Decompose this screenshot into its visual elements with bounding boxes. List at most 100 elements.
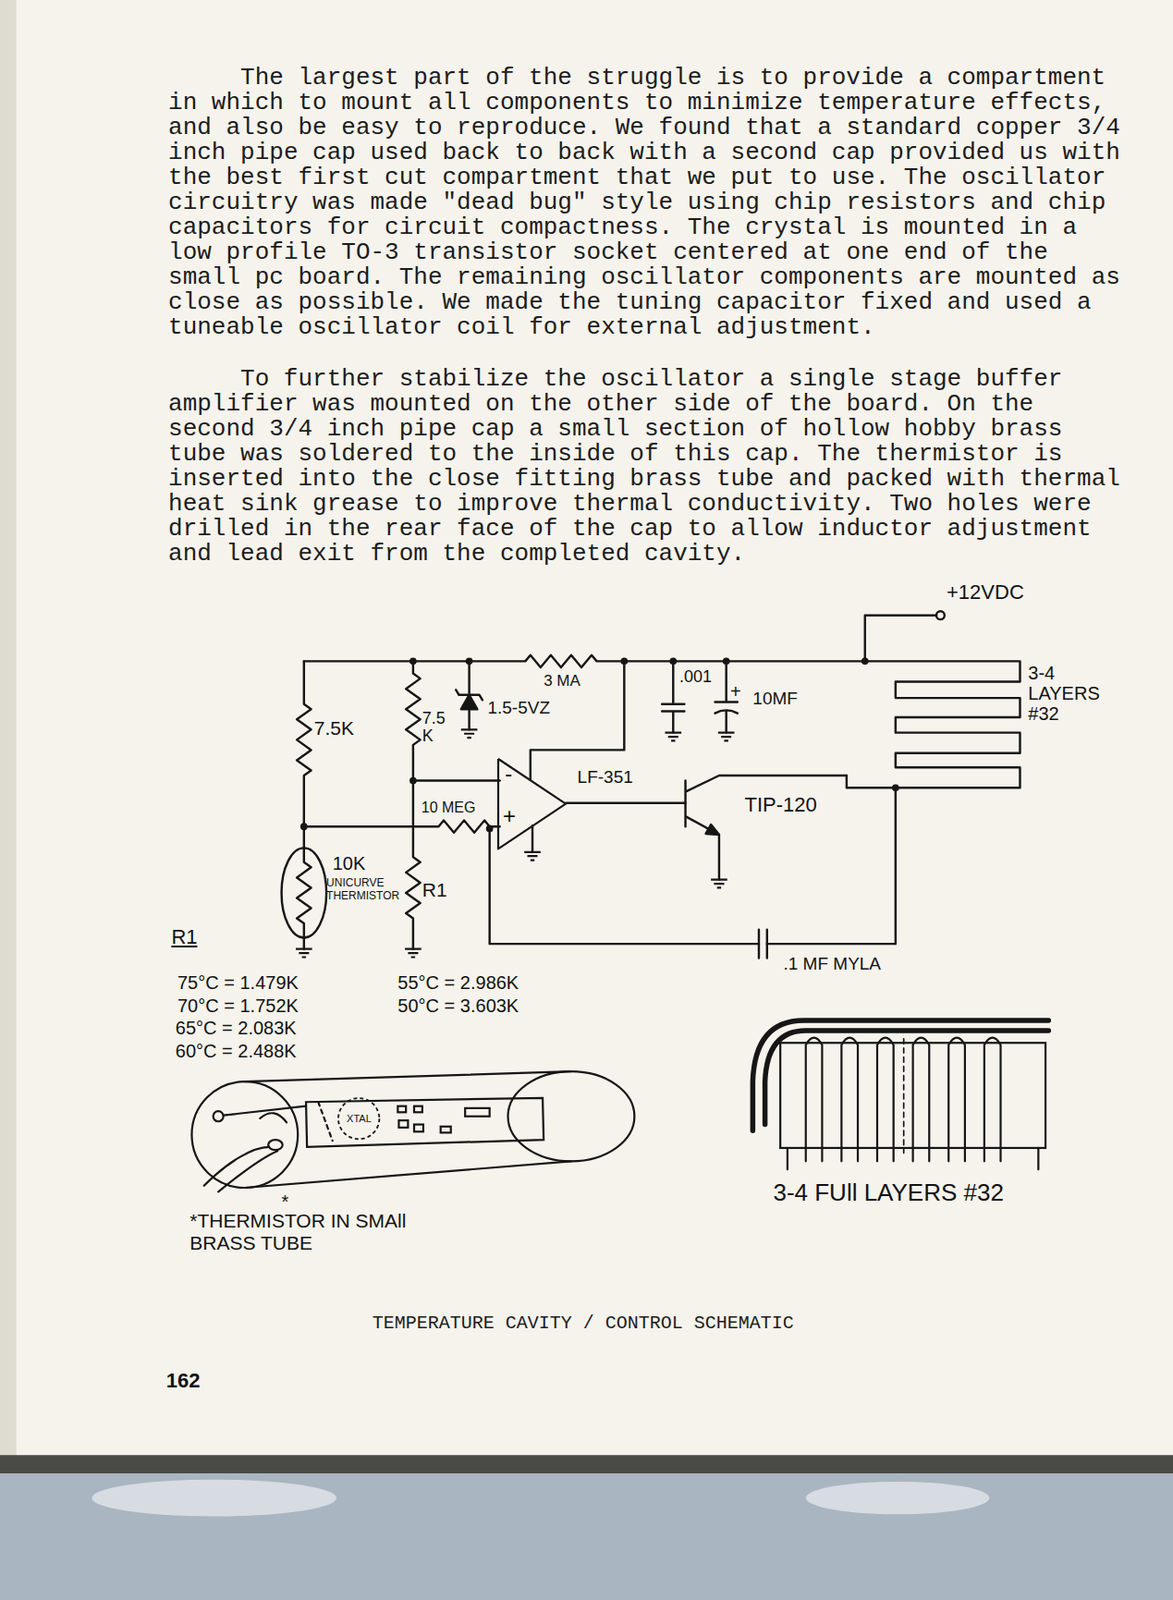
cavity-illustration: [191, 1071, 635, 1192]
junction-dot: [891, 783, 900, 792]
scanner-glare: [91, 1479, 337, 1517]
coil-note: 3-4 FUll LAYERS #32: [772, 1179, 1028, 1208]
chip-part: [414, 1124, 424, 1133]
table-cell: 60°C = 2.488K: [175, 1040, 297, 1062]
junction-dot: [620, 657, 628, 665]
coil-wire: [765, 1030, 1050, 1125]
input-sign: +: [502, 805, 516, 828]
coil-wire: [752, 1020, 1049, 1131]
table-cell: 70°C = 1.752K: [177, 995, 299, 1016]
part-name: R1: [422, 879, 448, 902]
thermistor-outline: [281, 847, 328, 938]
capacitor-value: .1 MF MYLA: [782, 953, 881, 974]
adjust-hole: [213, 1111, 224, 1122]
page-edge: [0, 1454, 1173, 1474]
junction-dot: [861, 657, 869, 665]
resistor-value: 3 MA: [543, 672, 581, 690]
scan-shadow: [0, 0, 17, 1460]
transistor-arrow: [706, 824, 720, 835]
scanner-bed: [0, 1473, 1173, 1600]
ground-symbol: [524, 852, 541, 861]
junction-dot: [486, 825, 494, 833]
chip-part: [398, 1120, 408, 1128]
pipe-cap: [508, 1071, 636, 1161]
transistor-symbol: [685, 775, 847, 880]
junction-dots: [300, 657, 900, 832]
junction-dot: [300, 822, 308, 831]
pc-board: [305, 1098, 544, 1148]
ground-symbol: [404, 949, 422, 958]
ground-symbol: [295, 949, 313, 958]
callout-note: *THERMISTOR IN SMAll BRASS TUBE: [189, 1209, 409, 1255]
chip-part: [397, 1106, 406, 1113]
cavity-outline: [244, 1071, 572, 1188]
table-cell: 55°C = 2.986K: [397, 972, 519, 993]
supply-lead: [865, 615, 937, 662]
crystal-symbol: [338, 1098, 379, 1139]
part-name: LF-351: [577, 767, 634, 787]
resistor-value: 7.5 K: [422, 709, 454, 746]
resistor-symbol: [405, 660, 420, 949]
resistor-symbol: [296, 660, 311, 949]
supply-label: +12VDC: [946, 581, 1025, 605]
scanner-glare: [806, 1481, 990, 1515]
wire: [531, 825, 534, 853]
input-sign: -: [504, 762, 513, 785]
socket-outline: [317, 1101, 332, 1141]
body-paragraph: To further stabilize the oscillator a si…: [168, 366, 1127, 567]
coil-winding: [806, 1038, 1002, 1162]
heater-coil: [846, 660, 1021, 788]
thermistor-value: 10K: [332, 853, 367, 874]
wire: [489, 787, 896, 944]
resistor-symbol: [304, 820, 501, 833]
resistor-value: 10 MEG: [421, 799, 477, 817]
zener-symbol: [455, 689, 483, 700]
page-number: 162: [166, 1369, 201, 1393]
ground-symbol: [718, 733, 735, 742]
coil-midline: [903, 1038, 905, 1154]
wire: [413, 779, 501, 782]
junction-dot: [669, 657, 677, 665]
junction-dot: [722, 657, 731, 665]
thermistor-bead: [268, 1139, 282, 1150]
zener-symbol: [461, 695, 478, 709]
crystal-outline: XTAL: [337, 1097, 380, 1140]
junction-dot: [465, 657, 474, 665]
paper: [0, 0, 1173, 1460]
opamp-triangle: -+: [497, 757, 567, 850]
zener-value: 1.5-5VZ: [487, 697, 550, 718]
table-cell: 75°C = 1.479K: [177, 972, 299, 993]
polarity-mark: +: [730, 681, 742, 702]
capacitor-symbol: [758, 929, 768, 959]
junction-dot: [409, 657, 417, 665]
ground-symbol: [664, 733, 682, 742]
junction-dot: [409, 777, 417, 785]
ground-symbol: [461, 729, 478, 738]
capacitor-value: .001: [679, 667, 712, 686]
supply-rail: [304, 655, 866, 668]
thermistor-type: UNICURVE THERMISTOR: [326, 877, 408, 904]
opamp-symbol: [498, 758, 566, 849]
coil-note: 3-4 LAYERS #32: [1027, 662, 1110, 724]
wire: [223, 1106, 306, 1116]
capacitor-value: 10MF: [752, 688, 798, 709]
chip-part: [414, 1106, 423, 1113]
body-paragraph: The largest part of the struggle is to p…: [168, 65, 1127, 341]
coil-lead: [787, 1148, 1039, 1170]
callout-mark: *: [281, 1191, 290, 1212]
thermistor-leads: [204, 1147, 278, 1193]
figure-caption: TEMPERATURE CAVITY / CONTROL SCHEMATIC: [372, 1313, 795, 1334]
table-cell: 50°C = 3.603K: [397, 995, 519, 1016]
ground-symbol: [710, 879, 728, 889]
table-heading: R1: [171, 926, 197, 950]
resistor-value: 7.5K: [314, 717, 355, 740]
wire: [530, 660, 625, 780]
part-name: XTAL: [337, 1097, 380, 1140]
table-cell: 65°C = 2.083K: [175, 1017, 297, 1039]
ground-symbols: [295, 729, 734, 957]
supply-terminal: [936, 610, 945, 620]
coil-illustration: [752, 1020, 1049, 1170]
chip-part: [464, 1108, 489, 1117]
